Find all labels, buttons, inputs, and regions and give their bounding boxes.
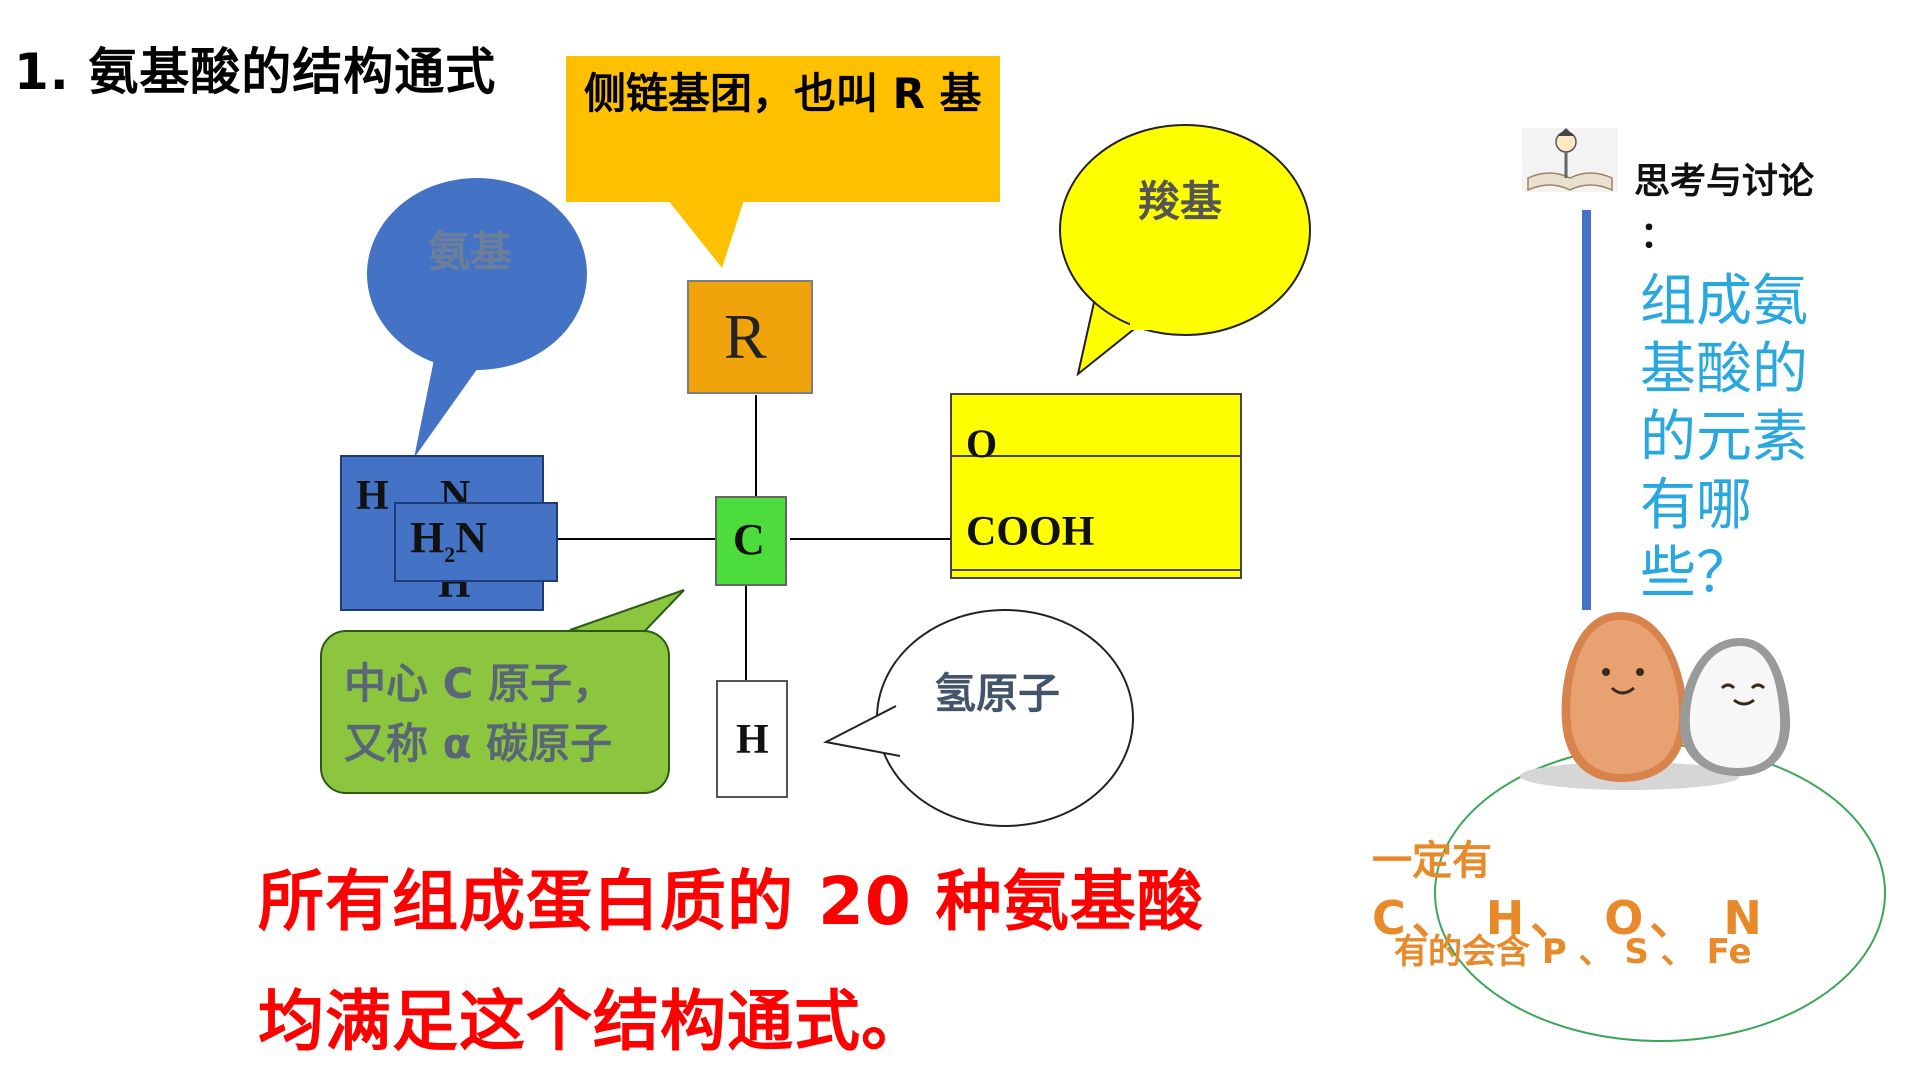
discussion-colon: ： (1640, 215, 1677, 256)
discussion-question: 组成氨基酸的的元素有哪些？ (1640, 269, 1808, 606)
r-callout-pointer (668, 200, 744, 268)
carboxyl-callout-bubble (1059, 124, 1311, 336)
discussion-header: 思考与讨论 (1634, 161, 1815, 202)
hydrogen-atom-label: H (736, 717, 769, 763)
hydrogen-callout-text: 氢原子 (934, 669, 1061, 718)
amino-back-h: H (356, 473, 389, 519)
center-callout-box (320, 630, 670, 794)
r-callout-box (566, 56, 1000, 202)
statement-line2: 均满足这个结构通式。 (258, 983, 928, 1060)
amino-front-h: H (410, 513, 445, 562)
r-group-label: R (724, 301, 767, 372)
carboxyl-o: O (966, 421, 998, 466)
amino-group-front (394, 502, 558, 582)
statement-line1: 所有组成蛋白质的 20 种氨基酸 (258, 863, 1204, 940)
carboxyl-callout-text: 羧基 (1138, 177, 1223, 226)
discussion-bar (1582, 210, 1591, 610)
center-carbon-label: C (733, 515, 765, 564)
r-group-box (687, 280, 813, 394)
answer-title: 一定有 (1372, 838, 1492, 884)
carboxyl-group-front (950, 455, 1242, 571)
amino-callout-bubble (367, 178, 587, 370)
answer-optional: 有的会含 P 、 S 、 Fe (1394, 932, 1752, 972)
amino-front-n: N (455, 513, 488, 562)
answer-required: C、 H、 O、 N (1372, 891, 1768, 945)
hydrogen-atom-box (716, 680, 788, 798)
center-callout-line1: 中心 C 原子， (344, 659, 615, 708)
slide-title: 1. 氨基酸的结构通式 (14, 43, 497, 101)
carboxyl-cooh: COOH (966, 509, 1095, 555)
r-callout-text: 侧链基团，也叫 R 基 (584, 69, 982, 118)
center-carbon-box (715, 496, 787, 586)
book-reader-icon (1522, 128, 1618, 192)
egg-mascot-icon (1520, 612, 1791, 790)
amino-callout-text: 氨基 (428, 227, 513, 276)
center-callout-line2: 又称 α 碳原子 (344, 719, 613, 768)
amino-front-sub: 2 (444, 541, 456, 567)
amino-front-label: H2N (410, 512, 487, 568)
